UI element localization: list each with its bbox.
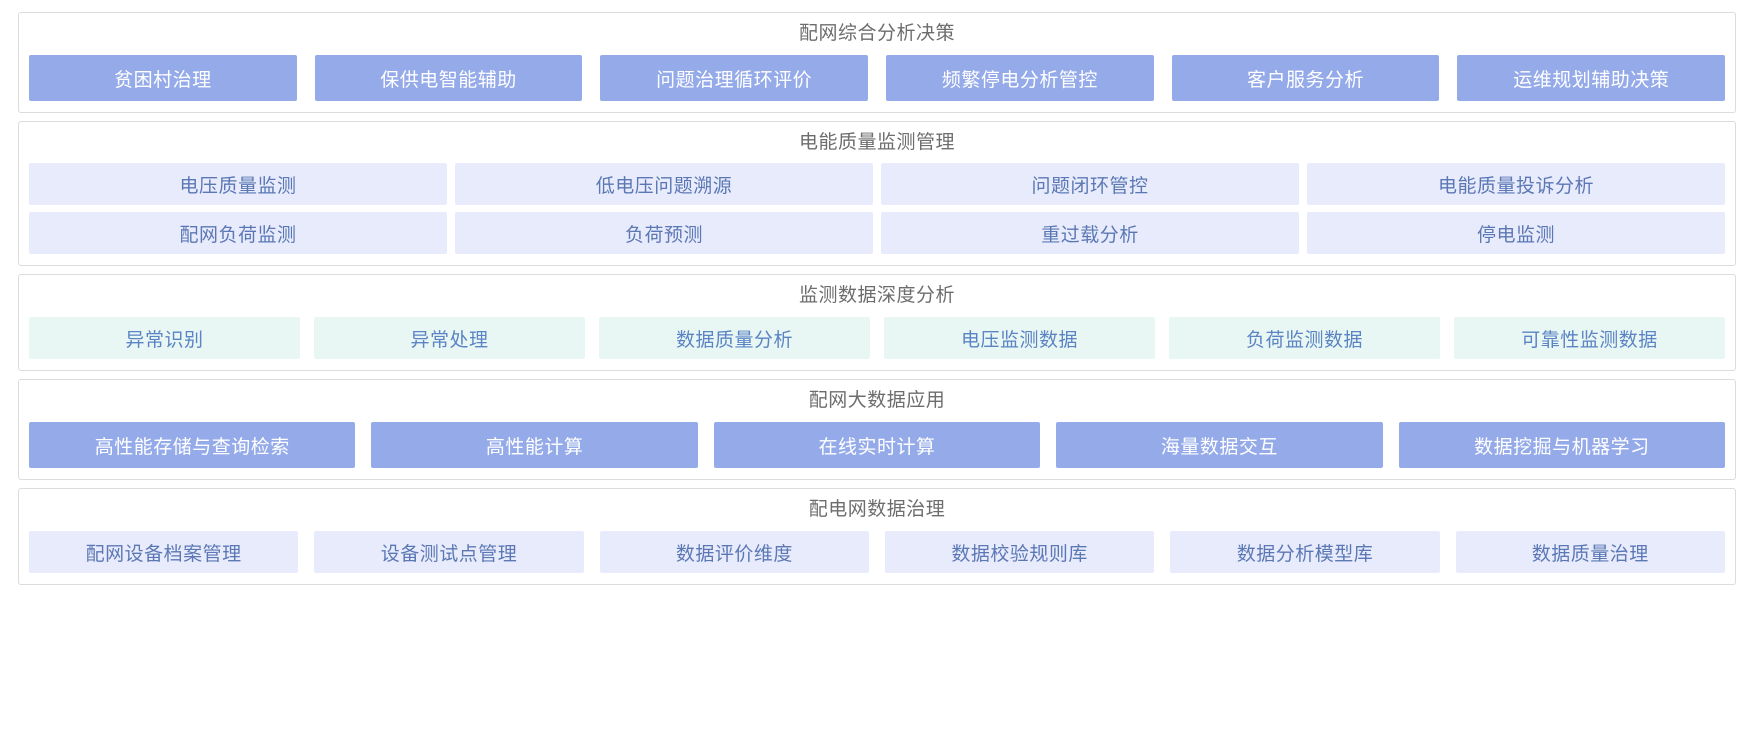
module-button[interactable]: 数据评价维度 xyxy=(599,531,869,573)
button-row: 配网设备档案管理设备测试点管理数据评价维度数据校验规则库数据分析模型库数据质量治… xyxy=(29,531,1725,573)
section-title: 配网综合分析决策 xyxy=(798,23,955,44)
module-button[interactable]: 电能质量投诉分析 xyxy=(1307,163,1725,205)
module-button[interactable]: 保供电智能辅助 xyxy=(314,55,583,101)
module-button[interactable]: 问题闭环管控 xyxy=(881,163,1299,205)
section-title: 配电网数据治理 xyxy=(808,499,946,520)
button-row: 异常识别异常处理数据质量分析电压监测数据负荷监测数据可靠性监测数据 xyxy=(29,317,1725,359)
module-button[interactable]: 配网设备档案管理 xyxy=(29,531,299,573)
module-button[interactable]: 电压监测数据 xyxy=(884,317,1155,359)
section-title: 电能质量监测管理 xyxy=(798,132,955,153)
module-button[interactable]: 数据校验规则库 xyxy=(884,531,1155,573)
module-button[interactable]: 在线实时计算 xyxy=(713,422,1041,468)
button-row: 配网负荷监测负荷预测重过载分析停电监测 xyxy=(29,212,1725,254)
button-row: 高性能存储与查询检索高性能计算在线实时计算海量数据交互数据挖掘与机器学习 xyxy=(29,422,1726,468)
module-button[interactable]: 负荷预测 xyxy=(455,212,873,254)
module-button[interactable]: 停电监测 xyxy=(1307,212,1725,254)
module-button[interactable]: 海量数据交互 xyxy=(1056,422,1383,468)
module-button[interactable]: 负荷监测数据 xyxy=(1169,317,1440,359)
module-button[interactable]: 异常识别 xyxy=(29,317,300,359)
section-3: 监测数据深度分析异常识别异常处理数据质量分析电压监测数据负荷监测数据可靠性监测数… xyxy=(18,274,1736,371)
module-button[interactable]: 贫困村治理 xyxy=(29,55,297,101)
module-button[interactable]: 高性能计算 xyxy=(371,422,698,468)
module-button[interactable]: 问题治理循环评价 xyxy=(600,55,869,101)
module-button[interactable]: 数据质量治理 xyxy=(1455,531,1725,573)
section-4: 配网大数据应用高性能存储与查询检索高性能计算在线实时计算海量数据交互数据挖掘与机… xyxy=(18,379,1736,480)
section-title: 监测数据深度分析 xyxy=(798,285,955,306)
module-button[interactable]: 数据挖掘与机器学习 xyxy=(1398,422,1726,468)
button-row: 贫困村治理保供电智能辅助问题治理循环评价频繁停电分析管控客户服务分析运维规划辅助… xyxy=(29,55,1726,101)
module-button[interactable]: 低电压问题溯源 xyxy=(455,163,873,205)
module-button[interactable]: 可靠性监测数据 xyxy=(1454,317,1725,359)
module-button[interactable]: 异常处理 xyxy=(314,317,585,359)
module-button[interactable]: 设备测试点管理 xyxy=(314,531,584,573)
module-button[interactable]: 重过载分析 xyxy=(881,212,1299,254)
button-row: 电压质量监测低电压问题溯源问题闭环管控电能质量投诉分析 xyxy=(29,163,1725,205)
module-button[interactable]: 数据分析模型库 xyxy=(1170,531,1440,573)
module-button[interactable]: 频繁停电分析管控 xyxy=(886,55,1154,101)
module-button[interactable]: 高性能存储与查询检索 xyxy=(29,422,356,468)
section-title: 配网大数据应用 xyxy=(808,390,946,411)
module-button[interactable]: 数据质量分析 xyxy=(599,317,870,359)
module-button[interactable]: 客户服务分析 xyxy=(1171,55,1440,101)
section-2: 电能质量监测管理电压质量监测低电压问题溯源问题闭环管控电能质量投诉分析配网负荷监… xyxy=(18,121,1736,266)
section-5: 配电网数据治理配网设备档案管理设备测试点管理数据评价维度数据校验规则库数据分析模… xyxy=(18,488,1736,585)
section-1: 配网综合分析决策贫困村治理保供电智能辅助问题治理循环评价频繁停电分析管控客户服务… xyxy=(18,12,1736,113)
module-button[interactable]: 电压质量监测 xyxy=(29,163,447,205)
module-button[interactable]: 配网负荷监测 xyxy=(29,212,447,254)
module-button[interactable]: 运维规划辅助决策 xyxy=(1457,55,1726,101)
